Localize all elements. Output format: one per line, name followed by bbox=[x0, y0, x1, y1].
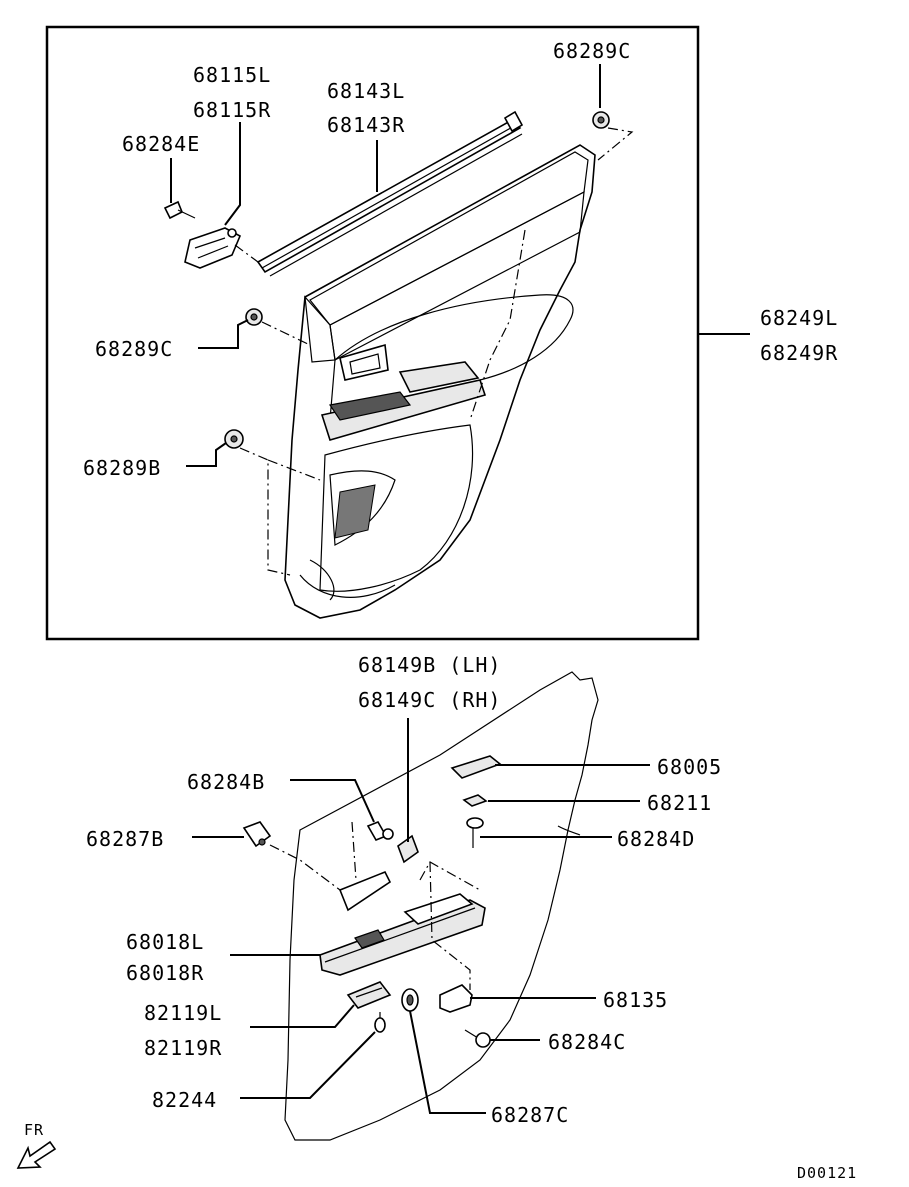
switch-82119 bbox=[346, 981, 392, 1009]
pad-68211 bbox=[462, 794, 488, 807]
screw-68284B bbox=[366, 820, 394, 842]
label-68289C-top: 68289C bbox=[553, 39, 631, 63]
label-68143L: 68143L bbox=[327, 79, 405, 103]
inside-handle-68115 bbox=[184, 227, 242, 269]
label-68143R: 68143R bbox=[327, 113, 405, 137]
clip-68289C-mid bbox=[245, 308, 263, 326]
screw-68284E bbox=[163, 200, 196, 220]
label-82119L: 82119L bbox=[144, 1001, 222, 1025]
label-68115R: 68115R bbox=[193, 98, 271, 122]
label-68287B: 68287B bbox=[86, 827, 164, 851]
clip-68289C-top bbox=[592, 111, 610, 129]
label-82119R: 82119R bbox=[144, 1036, 222, 1060]
drawing-code: D00121 bbox=[797, 1164, 857, 1182]
leader-68284B bbox=[290, 779, 375, 823]
weatherstrip-68143 bbox=[256, 110, 524, 277]
label-68284D: 68284D bbox=[617, 827, 695, 851]
label-68149B: 68149B (LH) bbox=[358, 653, 501, 677]
label-68018R: 68018R bbox=[126, 961, 204, 985]
label-68289B: 68289B bbox=[83, 456, 161, 480]
door-trim-panel bbox=[284, 144, 596, 619]
clip-68287C bbox=[401, 988, 419, 1012]
front-direction-arrow-icon bbox=[16, 1140, 57, 1169]
leader-68115 bbox=[224, 122, 241, 226]
label-68211: 68211 bbox=[647, 791, 712, 815]
leader-82119 bbox=[250, 1004, 355, 1028]
clip-68289B bbox=[224, 429, 244, 449]
orientation-label: FR bbox=[24, 1121, 44, 1139]
label-82244: 82244 bbox=[152, 1088, 217, 1112]
screw-82244 bbox=[374, 1012, 386, 1033]
speaker-grille bbox=[334, 484, 376, 539]
pad-68005 bbox=[450, 755, 502, 779]
leader-68289B bbox=[186, 442, 227, 467]
door-outline-lower bbox=[284, 671, 599, 1141]
screw-68284D bbox=[466, 817, 484, 848]
label-68284B: 68284B bbox=[187, 770, 265, 794]
label-68249L: 68249L bbox=[760, 306, 838, 330]
leader-82244 bbox=[240, 1031, 376, 1099]
leader-68289C-mid bbox=[198, 319, 249, 349]
label-68249R: 68249R bbox=[760, 341, 838, 365]
label-68289C-mid: 68289C bbox=[95, 337, 173, 361]
leader-68287C bbox=[409, 1010, 486, 1114]
label-68149C: 68149C (RH) bbox=[358, 688, 501, 712]
label-68018L: 68018L bbox=[126, 930, 204, 954]
screw-68284C bbox=[464, 1029, 491, 1048]
label-68284E: 68284E bbox=[122, 132, 200, 156]
label-68284C: 68284C bbox=[548, 1030, 626, 1054]
label-68115L: 68115L bbox=[193, 63, 271, 87]
switch-panel-68018 bbox=[319, 893, 486, 976]
label-68135: 68135 bbox=[603, 988, 668, 1012]
label-68287C: 68287C bbox=[491, 1103, 569, 1127]
label-68005: 68005 bbox=[657, 755, 722, 779]
clip-68287B bbox=[242, 821, 272, 848]
bracket-68135 bbox=[439, 984, 473, 1013]
handle-bezel-lower bbox=[338, 870, 392, 912]
